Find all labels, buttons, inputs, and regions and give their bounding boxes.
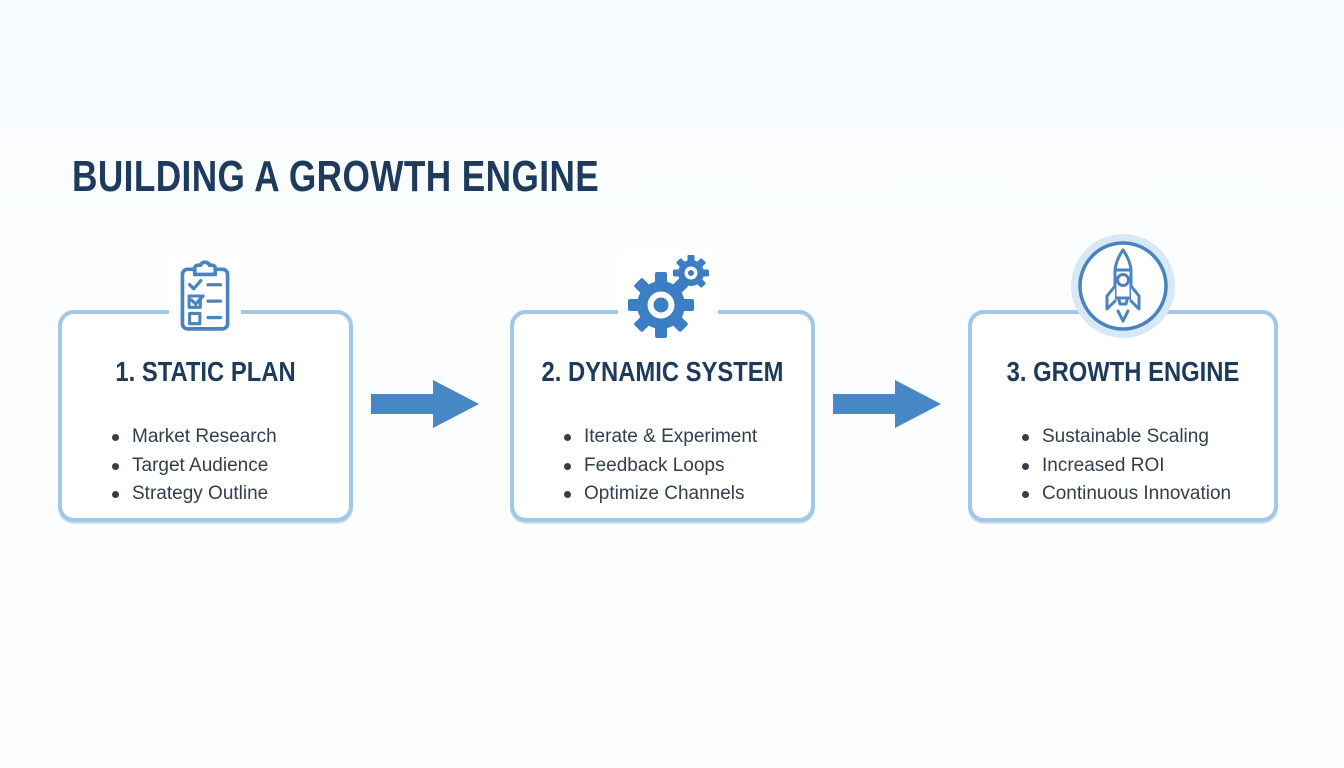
bullet-item: Iterate & Experiment bbox=[562, 423, 801, 452]
stage-heading: 1. STATIC PLAN bbox=[115, 356, 296, 387]
stage-box-growth-engine: 3. GROWTH ENGINE Sustainable Scaling Inc… bbox=[968, 310, 1278, 522]
clipboard-checklist-icon bbox=[169, 254, 241, 338]
bullet-item: Increased ROI bbox=[1020, 452, 1264, 481]
stage-heading: 3. GROWTH ENGINE bbox=[1006, 356, 1240, 387]
stage-box-dynamic-system: 2. DYNAMIC SYSTEM Iterate & Experiment F… bbox=[510, 310, 815, 522]
bullet-item: Feedback Loops bbox=[562, 452, 801, 481]
page-title: BUILDING A GROWTH ENGINE bbox=[72, 152, 600, 201]
flow-arrow-right bbox=[371, 380, 479, 428]
bullet-item: Optimize Channels bbox=[562, 480, 801, 509]
bullet-item: Market Research bbox=[110, 423, 339, 452]
stage-bullet-list: Sustainable Scaling Increased ROI Contin… bbox=[1020, 423, 1264, 509]
stage-heading: 2. DYNAMIC SYSTEM bbox=[541, 356, 784, 387]
stage-bullet-list: Iterate & Experiment Feedback Loops Opti… bbox=[562, 423, 801, 509]
rocket-icon bbox=[1071, 234, 1175, 338]
stage-bullet-list: Market Research Target Audience Strategy… bbox=[110, 423, 339, 509]
bullet-item: Strategy Outline bbox=[110, 480, 339, 509]
gears-icon bbox=[618, 250, 718, 340]
stage-box-static-plan: 1. STATIC PLAN Market Research Target Au… bbox=[58, 310, 353, 522]
bullet-item: Sustainable Scaling bbox=[1020, 423, 1264, 452]
bullet-item: Continuous Innovation bbox=[1020, 480, 1264, 509]
bullet-item: Target Audience bbox=[110, 452, 339, 481]
flow-arrow-right bbox=[833, 380, 941, 428]
